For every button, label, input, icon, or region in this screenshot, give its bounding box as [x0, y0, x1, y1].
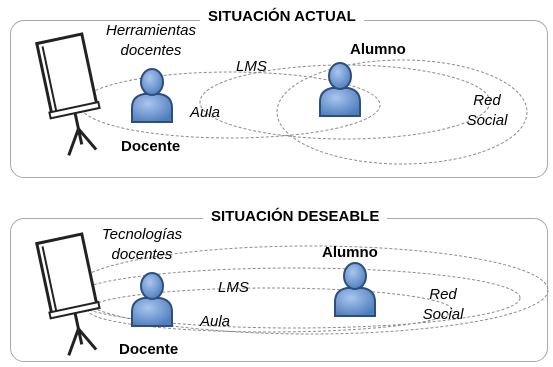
docentes-label: docentes	[120, 42, 182, 59]
alumno-person-icon	[334, 262, 376, 317]
aula-label: Aula	[200, 313, 231, 330]
docente-person-icon	[131, 68, 173, 123]
alumno-label: Alumno	[350, 41, 406, 58]
docentes-label: docentes	[111, 246, 173, 263]
red-label: Red	[429, 286, 457, 303]
docente-label: Docente	[119, 341, 179, 358]
situacion-actual-panel	[10, 20, 548, 178]
social-label: Social	[466, 112, 508, 129]
docente-person-icon	[131, 272, 173, 327]
docente-label: Docente	[121, 138, 181, 155]
alumno-label: Alumno	[322, 244, 378, 261]
title-situacion-deseable: SITUACIÓN DESEABLE	[203, 208, 388, 225]
situacion-deseable-panel	[10, 218, 548, 362]
tecnologias-label: Tecnologías	[101, 226, 183, 243]
herramientas-label: Herramientas	[105, 22, 197, 39]
red-ellipse-actual	[276, 59, 528, 165]
lms-label: LMS	[236, 58, 267, 75]
red-label: Red	[473, 92, 501, 109]
social-label: Social	[422, 306, 464, 323]
lms-label: LMS	[218, 279, 249, 296]
aula-label: Aula	[190, 104, 221, 121]
title-situacion-actual: SITUACIÓN ACTUAL	[200, 8, 364, 25]
